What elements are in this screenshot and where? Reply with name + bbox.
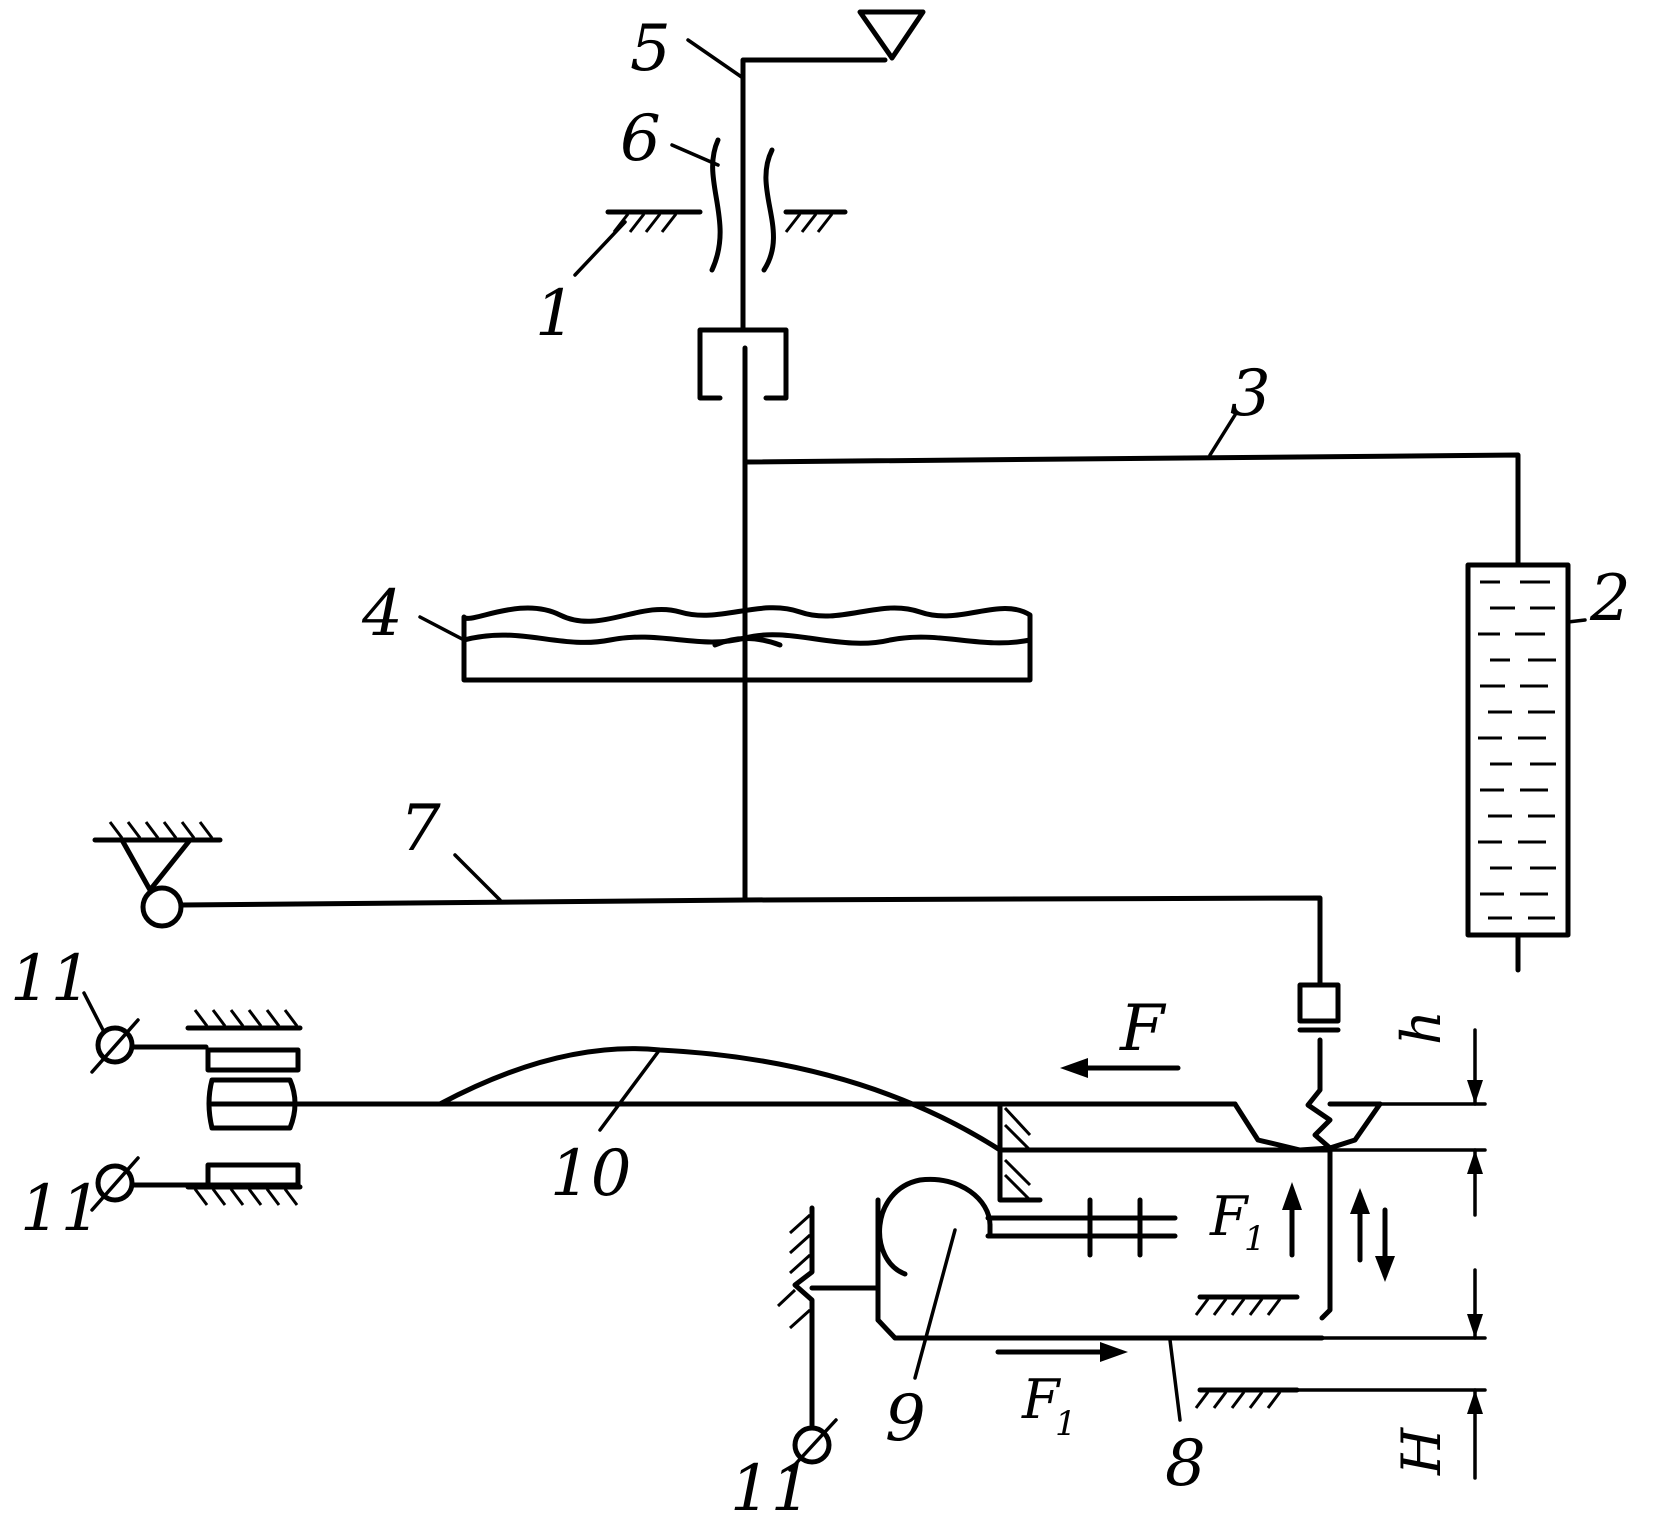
label-10: 10 <box>550 1137 631 1211</box>
bellows-6 <box>712 130 773 330</box>
label-1: 1 <box>535 277 576 351</box>
lever-7 <box>95 822 1320 985</box>
rod-3 <box>745 455 1518 565</box>
label-4: 4 <box>361 577 403 651</box>
slider-8 <box>878 1320 1322 1420</box>
ground-1 <box>608 212 845 232</box>
guide-pins <box>988 1200 1175 1255</box>
label-5: 5 <box>630 12 671 86</box>
wall-left <box>778 1208 878 1428</box>
force-label-F1-vertical-sub: 1 <box>1244 1219 1266 1259</box>
handle-5 <box>743 12 923 130</box>
label-11-top: 11 <box>10 942 91 1016</box>
latch-hook <box>1000 1104 1380 1200</box>
force-arrow-F1-vertical <box>1282 1182 1302 1255</box>
leader-lines <box>84 40 1585 1030</box>
ground-slider <box>1196 1297 1297 1408</box>
force-label-F1-horizontal-sub: 1 <box>1055 1404 1077 1444</box>
leaf-spring-10 <box>440 1049 1000 1150</box>
catch-9 <box>878 1179 990 1378</box>
label-11-middle: 11 <box>20 1172 101 1246</box>
label-2: 2 <box>1589 562 1631 636</box>
tank-2 <box>1468 565 1568 970</box>
contact-bridge <box>209 1080 1235 1128</box>
label-9: 9 <box>885 1382 926 1456</box>
dimension-label-h: h <box>1390 1010 1453 1045</box>
motion-arrows-updown <box>1350 1188 1395 1282</box>
label-3: 3 <box>1230 357 1271 431</box>
contact-11-middle <box>92 1158 300 1210</box>
force-arrow-F1-horizontal <box>998 1342 1128 1362</box>
dimension-label-H: H <box>1390 1427 1453 1476</box>
label-6: 6 <box>620 102 661 176</box>
contact-11-top <box>92 1010 300 1072</box>
label-8: 8 <box>1165 1427 1206 1501</box>
dimension-h <box>1330 1030 1485 1215</box>
label-7: 7 <box>400 792 441 866</box>
force-label-F: F <box>1119 992 1167 1066</box>
label-11-bottom: 11 <box>730 1452 811 1515</box>
